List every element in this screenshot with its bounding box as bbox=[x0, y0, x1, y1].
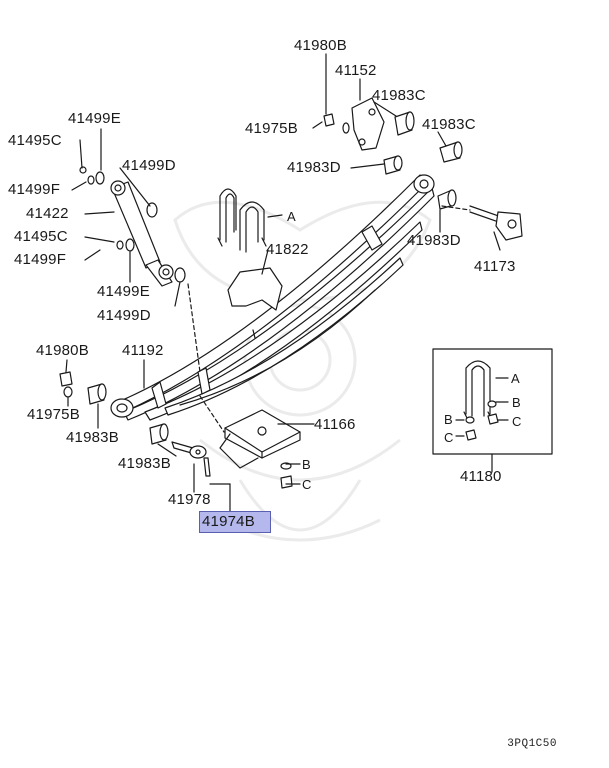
part-label-41974B[interactable]: 41974B bbox=[202, 513, 255, 530]
inset-letter-C: C bbox=[512, 414, 522, 429]
leader-lines bbox=[65, 53, 501, 512]
part-label-41152[interactable]: 41152 bbox=[335, 62, 377, 79]
alignment-lines bbox=[187, 205, 471, 433]
part-label-41980B[interactable]: 41980B bbox=[294, 37, 347, 54]
shock-absorber-41422 bbox=[110, 180, 174, 287]
inset-letter-C: C bbox=[444, 430, 454, 445]
part-label-41978[interactable]: 41978 bbox=[168, 491, 211, 508]
part-label-41983C[interactable]: 41983C bbox=[422, 116, 476, 133]
part-label-41499D[interactable]: 41499D bbox=[97, 307, 151, 324]
callout-letter-C: C bbox=[302, 477, 312, 492]
part-label-41983D[interactable]: 41983D bbox=[287, 159, 341, 176]
stud-41974B bbox=[203, 457, 211, 477]
inset-letter-A: A bbox=[511, 371, 520, 386]
part-label-41983B[interactable]: 41983B bbox=[118, 455, 171, 472]
part-label-41499F[interactable]: 41499F bbox=[8, 181, 61, 198]
shackle-41152 bbox=[351, 97, 385, 151]
nuts-washers bbox=[59, 113, 350, 489]
part-label-41975B[interactable]: 41975B bbox=[245, 120, 298, 137]
part-label-41499E[interactable]: 41499E bbox=[68, 110, 121, 127]
part-label-41499F[interactable]: 41499F bbox=[14, 251, 67, 268]
part-label-41495C[interactable]: 41495C bbox=[8, 132, 62, 149]
part-label-41180[interactable]: 41180 bbox=[460, 468, 502, 485]
part-label-41975B[interactable]: 41975B bbox=[27, 406, 80, 423]
shock-bushings-left bbox=[79, 166, 186, 283]
part-label-41983D[interactable]: 41983D bbox=[407, 232, 461, 249]
drawing-code: 3PQ1C50 bbox=[507, 738, 557, 750]
spring-seat-41166 bbox=[219, 409, 301, 469]
part-label-41166[interactable]: 41166 bbox=[314, 416, 356, 433]
callout-letter-B: B bbox=[302, 457, 311, 472]
inset-letter-B: B bbox=[444, 412, 453, 427]
callout-letter-A: A bbox=[287, 209, 296, 224]
inset-box-41180 bbox=[432, 348, 553, 473]
shackle-pin-41173 bbox=[469, 205, 523, 241]
bushings bbox=[87, 111, 463, 445]
spring-pad-41822 bbox=[227, 267, 283, 311]
bolt-41978 bbox=[171, 441, 207, 459]
part-label-41822[interactable]: 41822 bbox=[266, 241, 309, 258]
part-label-41983B[interactable]: 41983B bbox=[66, 429, 119, 446]
part-label-41499D[interactable]: 41499D bbox=[122, 157, 176, 174]
part-label-41192[interactable]: 41192 bbox=[122, 342, 164, 359]
part-label-41983C[interactable]: 41983C bbox=[372, 87, 426, 104]
part-label-41499E[interactable]: 41499E bbox=[97, 283, 150, 300]
leaf-spring-41192 bbox=[110, 174, 435, 421]
part-label-41173[interactable]: 41173 bbox=[474, 258, 516, 275]
inset-letter-B: B bbox=[512, 395, 521, 410]
highlight-box-41974B[interactable] bbox=[199, 511, 271, 533]
part-label-41422[interactable]: 41422 bbox=[26, 205, 69, 222]
part-label-41495C[interactable]: 41495C bbox=[14, 228, 68, 245]
part-label-41980B[interactable]: 41980B bbox=[36, 342, 89, 359]
u-bolts bbox=[217, 188, 267, 253]
